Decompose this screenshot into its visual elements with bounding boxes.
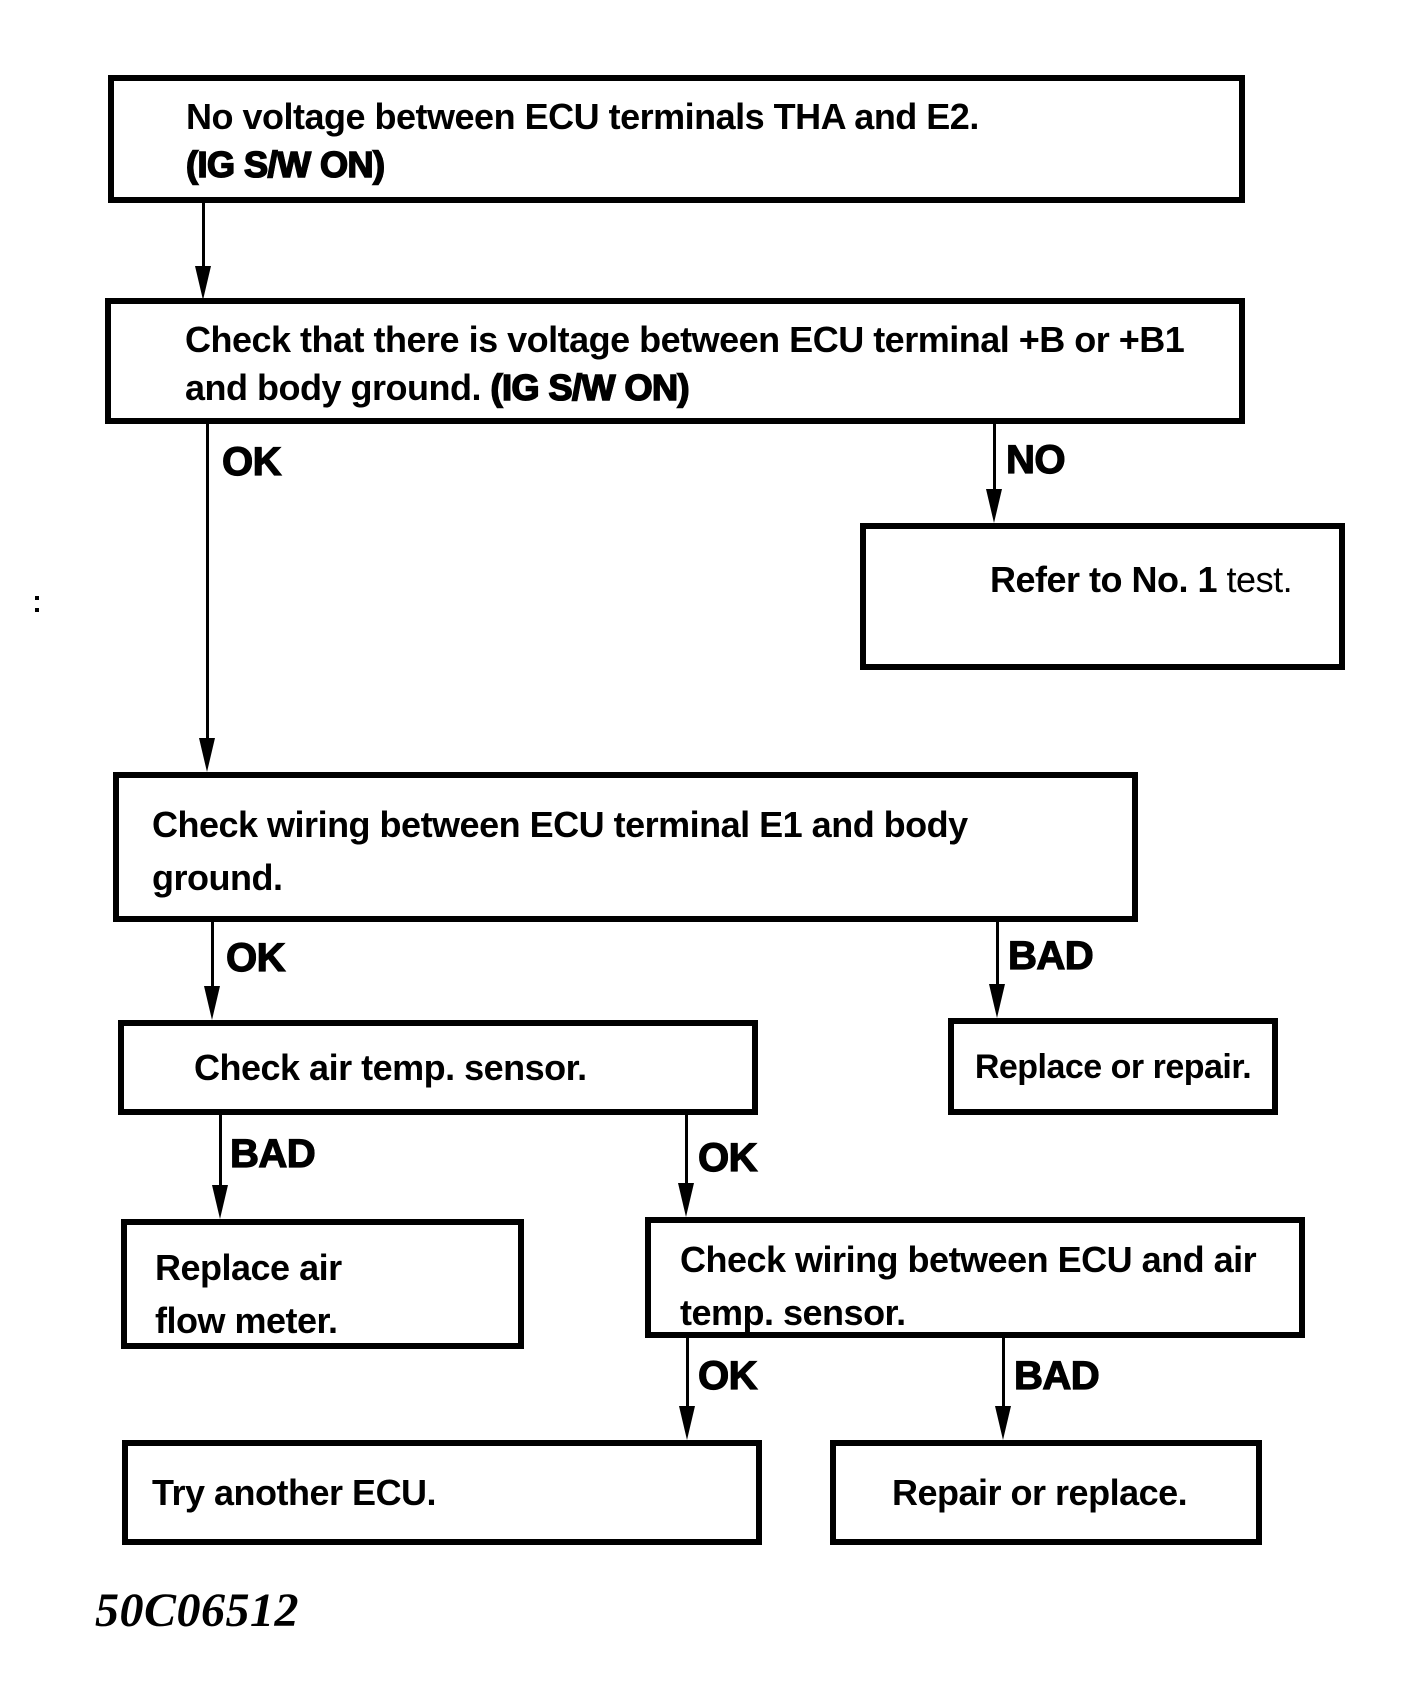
box-text-segment: test. <box>1217 559 1293 600</box>
edge-label-bad: BAD <box>229 1132 316 1176</box>
box-text-line: ground. <box>152 857 283 898</box>
box-text-line: No voltage between ECU terminals THA and… <box>186 96 979 137</box>
box-text-line: Check that there is voltage between ECU … <box>185 319 1185 360</box>
arrow-down-icon <box>678 1183 694 1217</box>
box-text-line: and body ground. (IG S/W ON) <box>185 366 690 409</box>
edge-label-ok: OK <box>697 1354 758 1398</box>
box-text-line: Check air temp. sensor. <box>194 1046 587 1088</box>
flow-box-try-another-ecu: Try another ECU. <box>122 1440 762 1545</box>
flow-box-refer-test: Refer to No. 1 test. <box>860 523 1345 670</box>
arrow-down-icon <box>204 986 220 1020</box>
box-text-line: Replace or repair. <box>974 1047 1252 1086</box>
box-text-line: Check wiring between ECU and air <box>680 1239 1257 1280</box>
arrow-down-icon <box>986 489 1002 523</box>
edge-label-ok: OK <box>697 1136 758 1180</box>
connector-line <box>685 1115 688 1185</box>
flow-box-start: No voltage between ECU terminals THA and… <box>108 75 1245 203</box>
box-text-line: Replace air <box>155 1247 342 1288</box>
arrow-down-icon <box>995 1406 1011 1440</box>
box-text-line: Repair or replace. <box>892 1471 1188 1513</box>
edge-label-ok: OK <box>221 440 282 484</box>
connector-line <box>202 203 205 268</box>
flow-box-repair-or-replace: Repair or replace. <box>830 1440 1262 1545</box>
arrow-down-icon <box>199 738 215 772</box>
scan-speck <box>35 596 39 600</box>
edge-label-bad: BAD <box>1013 1354 1100 1398</box>
box-text-line: Try another ECU. <box>152 1471 437 1513</box>
edge-label-bad: BAD <box>1007 934 1094 978</box>
arrow-down-icon <box>195 266 211 300</box>
flow-box-check-wiring-e1: Check wiring between ECU terminal E1 and… <box>113 772 1138 922</box>
box-text-line: temp. sensor. <box>680 1292 906 1333</box>
scan-speck <box>35 608 39 612</box>
flow-box-check-wiring-ecu-sensor: Check wiring between ECU and air temp. s… <box>645 1217 1305 1338</box>
connector-line <box>996 922 999 986</box>
box-text-line: Check wiring between ECU terminal E1 and… <box>152 804 968 845</box>
box-text-line: flow meter. <box>155 1300 338 1341</box>
arrow-down-icon <box>212 1185 228 1219</box>
connector-line <box>206 424 209 740</box>
flow-box-check-air-temp-sensor: Check air temp. sensor. <box>118 1020 758 1115</box>
edge-label-no: NO <box>1005 438 1066 482</box>
arrow-down-icon <box>989 984 1005 1018</box>
box-text-segment: Refer to No. 1 <box>990 559 1218 600</box>
connector-line <box>211 922 214 988</box>
connector-line <box>993 424 996 491</box>
box-text-line: (IG S/W ON) <box>185 143 386 186</box>
edge-label-ok: OK <box>225 936 286 980</box>
arrow-down-icon <box>679 1406 695 1440</box>
connector-line <box>686 1338 689 1408</box>
connector-line <box>219 1115 222 1187</box>
connector-line <box>1002 1338 1005 1408</box>
flow-box-replace-or-repair: Replace or repair. <box>948 1018 1278 1115</box>
flow-box-check-voltage: Check that there is voltage between ECU … <box>105 298 1245 424</box>
figure-id-label: 50C06512 <box>95 1584 300 1637</box>
flow-box-replace-air-flow-meter: Replace air flow meter. <box>121 1219 524 1349</box>
